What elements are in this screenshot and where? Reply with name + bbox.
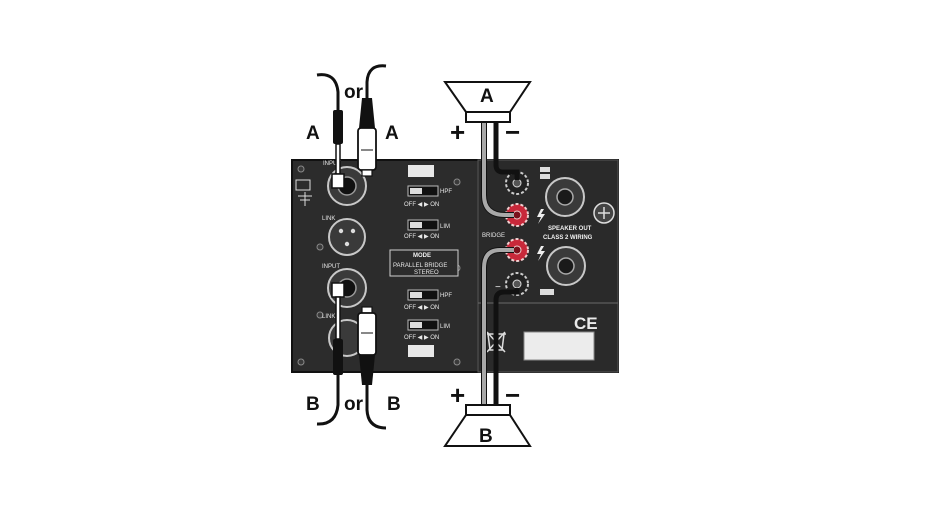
hpf-bottom-label: HPF [440,293,452,299]
off-on-label-3: OFF ◀ ▶ ON [404,305,439,311]
channel-b-label-right: B [387,394,401,415]
input-a-jack-cable [316,73,340,110]
speaker-a-label: A [480,86,494,107]
mode-sub-label: STEREO [414,270,439,276]
input-a-xlr-cable [365,64,387,98]
channel-a-label-left: A [306,123,320,144]
bridge-label: BRIDGE [482,233,505,239]
input-b-jack-cable [316,375,340,426]
speaker-b [443,404,532,447]
or-label-bottom: or [344,394,364,415]
speaker-b-plus-label: + [450,380,465,410]
off-on-label-4: OFF ◀ ▶ ON [404,335,439,341]
lim-switch-top [407,219,439,231]
speaker-b-label: B [479,426,493,447]
speaker-out-label: SPEAKER OUT [548,226,592,232]
input-b-jack-plug [331,282,345,375]
lightning-icon [537,209,545,224]
speaker-a-plus-label: + [450,117,465,147]
label-plate-bottom [408,345,434,357]
warning-badge-icon [593,202,615,224]
class2-wiring-label: CLASS 2 WIRING [543,235,593,241]
binding-post-a-positive [505,203,529,227]
hpf-switch-bottom [407,289,439,301]
hpf-top-label: HPF [440,189,452,195]
lim-top-label: LIM [440,224,450,230]
off-on-label-2: OFF ◀ ▶ ON [404,234,439,240]
input-a-jack-plug [331,110,345,189]
link-top-label: LINK [322,216,335,222]
speaker-a-cable-negative [493,122,520,180]
mode-switch-box [389,249,459,277]
label-plate-top [408,165,434,177]
speaker-b-cable-negative [493,288,520,415]
link-bottom-label: LINK [322,314,335,320]
speaker-a-minus-label: − [505,117,520,147]
channel-b-label-left: B [306,394,320,415]
symbol-icon [295,179,312,206]
link-a-xlr-jack [328,218,366,256]
serial-label-plate [523,331,595,361]
binding-post-b-positive [505,238,529,262]
off-on-label-1: OFF ◀ ▶ ON [404,202,439,208]
input-b-xlr-cable [365,385,387,430]
input-b-xlr-plug [357,306,377,385]
mode-options-label: PARALLEL BRIDGE [393,263,447,269]
lightning-icon [537,246,545,261]
speakon-connector-a [545,177,585,217]
hpf-switch-top [407,185,439,197]
lim-switch-bottom [407,319,439,331]
post-minus-label: − [495,282,501,293]
ce-mark: CE [574,314,598,333]
input-a-xlr-plug [357,98,377,177]
or-label-top: or [344,82,364,103]
input-top-label: INPUT [323,161,341,167]
lim-bottom-label: LIM [440,324,450,330]
mode-label: MODE [413,253,431,259]
speaker-a [443,81,532,123]
input-bottom-label: INPUT [322,264,340,270]
channel-a-label-right: A [385,123,399,144]
speakon-connector-b [546,246,586,286]
speaker-b-minus-label: − [505,380,520,410]
